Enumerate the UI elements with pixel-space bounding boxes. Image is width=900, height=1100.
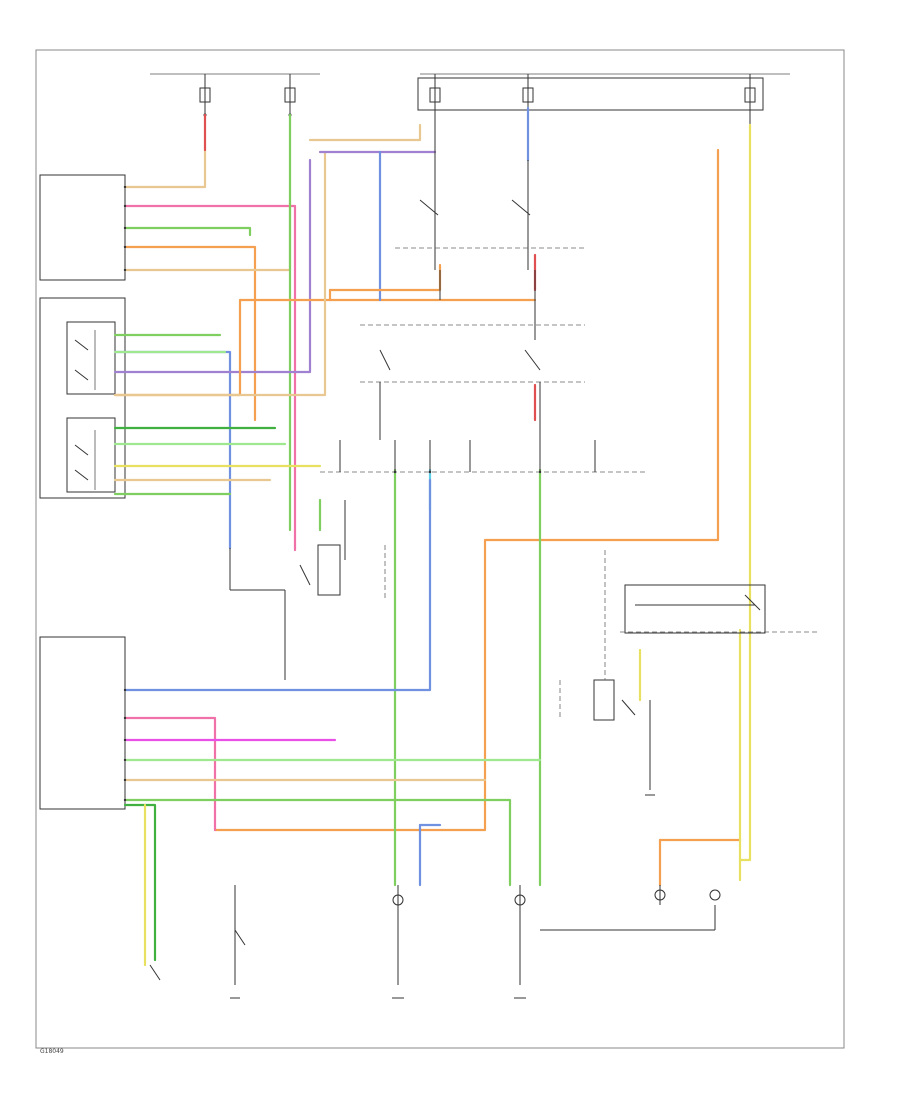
headlamp-switch-contacts: [74, 330, 96, 490]
top-fuse-left: [150, 73, 320, 117]
right-module-box: [624, 584, 766, 634]
diagram-frame: [35, 49, 845, 1049]
connector-pins: [123, 185, 542, 802]
ignition-switch-box: [39, 174, 126, 281]
headlamp-switch-box: [39, 297, 126, 499]
lighting-control-module-box: [39, 636, 126, 810]
top-fuse-right: [417, 73, 790, 125]
black-wiring: [149, 125, 820, 999]
footer-code: G18049: [40, 1048, 64, 1055]
wires: [113, 106, 752, 967]
headlamp-switch-lower-section: [66, 417, 116, 493]
headlamp-switch-upper-section: [66, 321, 116, 395]
